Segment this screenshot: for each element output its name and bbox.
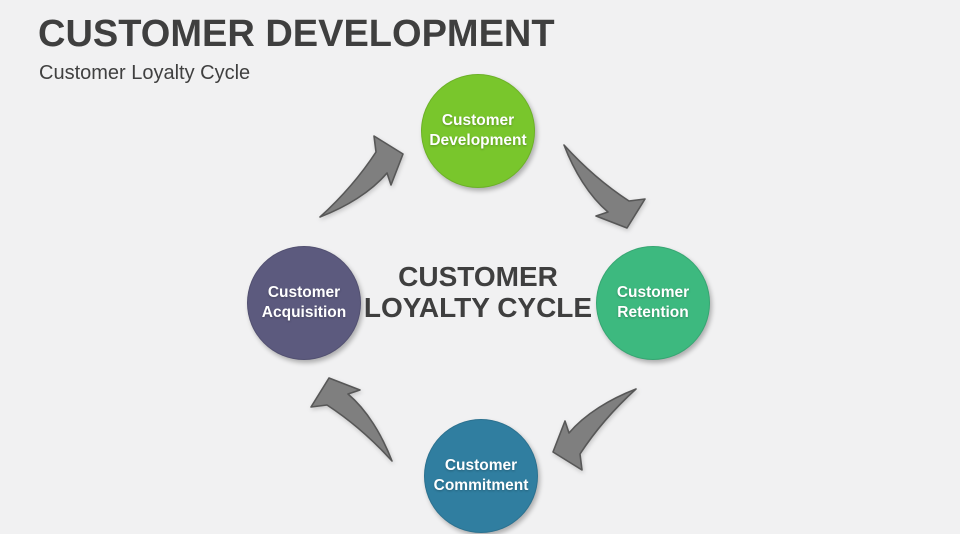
slide-title: CUSTOMER DEVELOPMENT	[38, 13, 555, 55]
slide-subtitle: Customer Loyalty Cycle	[39, 62, 251, 84]
node-customer-retention: Customer Retention	[596, 246, 710, 360]
node-label-line: Retention	[617, 304, 689, 321]
node-label-line: Customer	[444, 456, 518, 474]
node-label-line: Customer	[267, 283, 341, 301]
node-customer-commitment: Customer Commitment	[424, 419, 538, 533]
arrow-development-to-retention	[563, 144, 646, 229]
bottom-strip	[0, 534, 960, 540]
node-customer-development: Customer Development	[421, 74, 535, 188]
diagram-center-label: CUSTOMER LOYALTY CYCLE	[364, 261, 592, 323]
center-label-line1: CUSTOMER	[398, 261, 558, 292]
node-label-line: Acquisition	[261, 304, 347, 321]
arrow-retention-to-commitment	[552, 388, 637, 471]
node-label-line: Customer	[616, 283, 690, 301]
arrow-acquisition-to-development	[319, 135, 404, 218]
arrow-commitment-to-acquisition	[310, 377, 393, 462]
node-label-line: Development	[429, 132, 527, 149]
node-label-line: Commitment	[433, 477, 529, 494]
center-label-line2: LOYALTY CYCLE	[363, 292, 593, 323]
node-customer-acquisition: Customer Acquisition	[247, 246, 361, 360]
node-label-line: Customer	[441, 111, 515, 129]
